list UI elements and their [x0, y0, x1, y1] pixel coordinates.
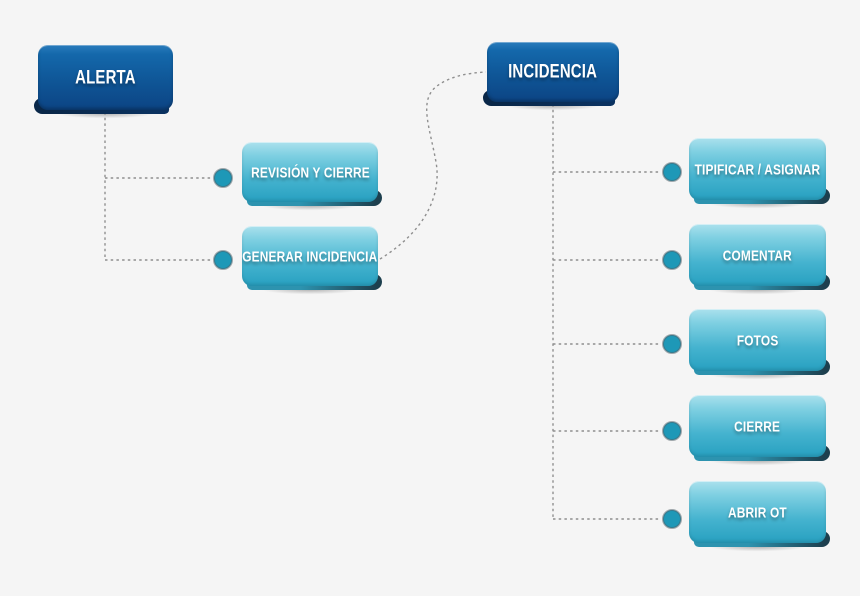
node-abrir-ot-face: ABRIR OT — [689, 481, 826, 543]
node-tipificar-asignar-label: TIPIFICAR / ASIGNAR — [694, 160, 821, 178]
node-cierre-face: CIERRE — [689, 395, 826, 457]
node-generar-incidencia-face: GENERAR INCIDENCIA — [242, 226, 378, 286]
node-incidencia: INCIDENCIA — [487, 42, 619, 112]
node-tipificar-asignar-face: TIPIFICAR / ASIGNAR — [689, 138, 826, 200]
node-fotos-label: FOTOS — [736, 331, 779, 349]
connector-generar-incidencia-curve — [379, 71, 487, 260]
connector-dot-tipificar — [662, 162, 682, 182]
connector-dot-abrir-ot — [662, 509, 682, 529]
node-abrir-ot: ABRIR OT — [689, 481, 826, 553]
connector-dot-cierre — [662, 421, 682, 441]
connector-dot-fotos — [662, 334, 682, 354]
connector-dot-revision — [213, 168, 233, 188]
node-generar-incidencia: GENERAR INCIDENCIA — [242, 226, 378, 296]
node-comentar-label: COMENTAR — [722, 246, 793, 264]
node-alerta-face: ALERTA — [38, 45, 173, 110]
node-fotos: FOTOS — [689, 309, 826, 381]
connector-dot-generar — [213, 250, 233, 270]
node-comentar: COMENTAR — [689, 224, 826, 296]
node-comentar-face: COMENTAR — [689, 224, 826, 286]
node-cierre: CIERRE — [689, 395, 826, 467]
connector-dot-comentar — [662, 250, 682, 270]
node-cierre-label: CIERRE — [734, 417, 781, 435]
node-alerta: ALERTA — [38, 45, 173, 120]
node-alerta-label: ALERTA — [75, 66, 136, 88]
node-incidencia-face: INCIDENCIA — [487, 42, 619, 102]
node-revision-y-cierre: REVISIÓN Y CIERRE — [242, 142, 378, 212]
node-fotos-face: FOTOS — [689, 309, 826, 371]
node-abrir-ot-label: ABRIR OT — [728, 503, 787, 521]
node-tipificar-asignar: TIPIFICAR / ASIGNAR — [689, 138, 826, 210]
node-revision-y-cierre-label: REVISIÓN Y CIERRE — [250, 163, 370, 181]
node-revision-y-cierre-face: REVISIÓN Y CIERRE — [242, 142, 378, 202]
node-generar-incidencia-label: GENERAR INCIDENCIA — [242, 247, 378, 265]
node-incidencia-label: INCIDENCIA — [508, 60, 598, 83]
